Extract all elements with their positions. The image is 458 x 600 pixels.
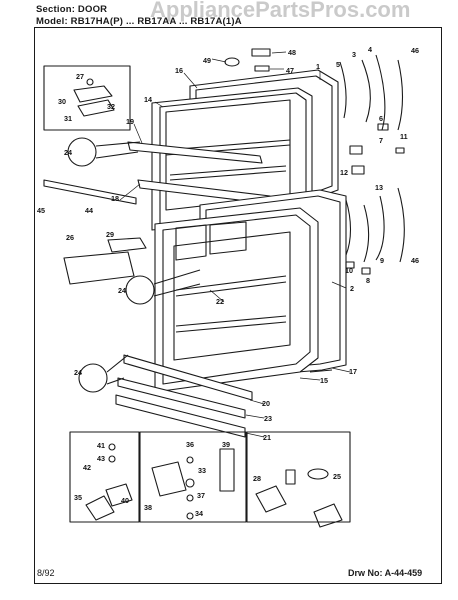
- part-label-11: 11: [400, 132, 408, 141]
- hinge-assembly-upper: [339, 54, 405, 175]
- part-label-7: 7: [379, 136, 383, 145]
- part-label-23: 23: [264, 414, 272, 423]
- trim-strip: [43, 179, 137, 205]
- detail-box-middle: [139, 431, 247, 523]
- part-label-12: 12: [340, 168, 348, 177]
- part-label-24b: 24: [118, 286, 126, 295]
- door-rail-23: [117, 377, 246, 419]
- part-label-31: 31: [64, 114, 72, 123]
- door-rail-19: [127, 141, 263, 164]
- part-label-38: 38: [144, 503, 152, 512]
- part-label-32: 32: [107, 102, 115, 111]
- hinge-detail-middle: [151, 448, 235, 520]
- part-label-3: 3: [352, 50, 356, 59]
- part-label-47: 47: [286, 66, 294, 75]
- cap-49: [224, 57, 240, 67]
- part-label-28: 28: [253, 474, 261, 483]
- hinge-detail-left: [85, 443, 133, 521]
- part-label-35: 35: [74, 493, 82, 502]
- part-label-8: 8: [366, 276, 370, 285]
- part-label-22: 22: [216, 297, 224, 306]
- part-label-9: 9: [380, 256, 384, 265]
- hinge-assembly-lower: [345, 187, 405, 275]
- detail-box-right: [246, 431, 351, 523]
- part-label-27: 27: [76, 72, 84, 81]
- footer-drawing-number: Drw No: A-44-459: [348, 568, 423, 578]
- part-label-26: 26: [66, 233, 74, 242]
- part-label-24a: 24: [64, 148, 72, 157]
- model-label: Model: RB17HA(P) ... RB17AA ... RB17A(1)…: [36, 16, 242, 27]
- part-label-33: 33: [198, 466, 206, 475]
- detail-circle-upper: [67, 137, 97, 167]
- part-number-labels: 49 48 47 16 1 3 4 46 5 27 30 32 31 14 19…: [37, 45, 419, 518]
- part-label-44: 44: [85, 206, 93, 215]
- part-label-48: 48: [288, 48, 296, 57]
- section-label: Section: DOOR: [36, 4, 108, 15]
- part-label-19: 19: [126, 117, 134, 126]
- part-label-24c: 24: [74, 368, 82, 377]
- part-label-46b: 46: [411, 256, 419, 265]
- part-label-41: 41: [97, 441, 105, 450]
- part-label-6: 6: [379, 114, 383, 123]
- part-label-13: 13: [375, 183, 383, 192]
- part-label-36: 36: [186, 440, 194, 449]
- part-label-10: 10: [345, 266, 353, 275]
- part-label-14: 14: [144, 95, 152, 104]
- butter-compartment: [63, 237, 147, 285]
- part-label-46: 46: [411, 46, 419, 55]
- hinge-detail-right: [255, 468, 343, 528]
- part-label-1: 1: [316, 62, 320, 71]
- part-label-29: 29: [106, 230, 114, 239]
- bracket-group: [43, 65, 131, 131]
- part-label-16: 16: [175, 66, 183, 75]
- part-label-37: 37: [197, 491, 205, 500]
- part-label-17: 17: [349, 367, 357, 376]
- part-label-18: 18: [111, 194, 119, 203]
- badge-48: [251, 48, 271, 57]
- part-label-42: 42: [83, 463, 91, 472]
- footer-date: 8/92: [37, 568, 55, 578]
- part-label-34: 34: [195, 509, 203, 518]
- plate-47: [254, 65, 270, 72]
- part-label-40: 40: [121, 496, 129, 505]
- door-rail-21: [115, 394, 246, 438]
- part-label-5: 5: [336, 60, 340, 69]
- part-label-15: 15: [320, 376, 328, 385]
- fresh-food-liner: [154, 207, 319, 393]
- door-rail-20: [123, 354, 253, 401]
- part-label-2: 2: [350, 284, 354, 293]
- part-label-49: 49: [203, 56, 211, 65]
- detail-circle-middle: [125, 275, 155, 305]
- watermark: AppliancePartsPros.com: [150, 0, 411, 22]
- part-label-4: 4: [368, 45, 372, 54]
- part-label-30: 30: [58, 97, 66, 106]
- part-label-20: 20: [262, 399, 270, 408]
- part-label-21: 21: [263, 433, 271, 442]
- part-label-45: 45: [37, 206, 45, 215]
- detail-box-left: [69, 431, 140, 523]
- part-label-39: 39: [222, 440, 230, 449]
- part-label-25: 25: [333, 472, 341, 481]
- diagram-frame: [34, 27, 442, 584]
- part-label-43: 43: [97, 454, 105, 463]
- detail-circle-lower: [78, 363, 108, 393]
